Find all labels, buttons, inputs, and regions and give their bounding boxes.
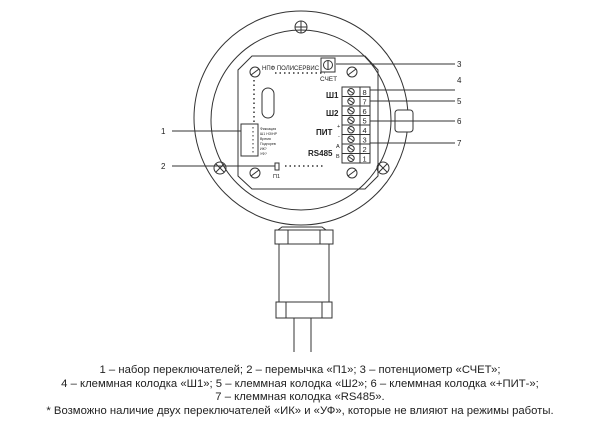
polarity-minus: - <box>338 134 340 140</box>
terminal-number: 3 <box>363 136 367 145</box>
callout-4: 4 <box>457 76 462 85</box>
jumper-p1 <box>274 162 280 171</box>
terminal-number: 1 <box>363 155 367 164</box>
housing-outer-ring <box>193 10 409 226</box>
board-slot <box>261 87 275 119</box>
terminal-screw-slot <box>348 146 354 151</box>
terminal-group-pit: ПИТ <box>316 128 333 137</box>
terminal-number: 6 <box>363 107 367 116</box>
callout-6: 6 <box>457 117 462 126</box>
terminal-screw-slot <box>348 127 354 132</box>
terminal-screw-icon <box>347 135 355 143</box>
terminal-screw-icon <box>347 154 355 162</box>
caption-note: * Возможно наличие двух переключателей «… <box>46 404 554 417</box>
caption-line-2: 4 – клеммная колодка «Ш1»; 5 – клеммная … <box>61 377 539 390</box>
cable-gland <box>274 226 334 352</box>
dotted-trace <box>253 72 325 167</box>
caption-line-1: 1 – набор переключателей; 2 – перемычка … <box>99 364 501 376</box>
polarity-b: B <box>336 154 340 160</box>
terminal-number-cell <box>359 153 371 164</box>
jumper-label: П1 <box>273 174 280 180</box>
dip-switch-block <box>240 123 259 157</box>
potentiometer-label: СЧЕТ <box>320 76 337 83</box>
terminal-screw-slot <box>348 108 354 113</box>
potentiometer <box>320 57 336 73</box>
terminal-group-sh2: Ш2 <box>326 109 339 118</box>
polarity-plus: + <box>337 124 340 130</box>
terminal-screw-icon <box>347 116 355 124</box>
switch-label: Фиксация <box>260 127 276 131</box>
callout-5: 5 <box>457 97 462 106</box>
polarity-a: A <box>336 144 340 150</box>
circuit-board <box>237 55 379 190</box>
terminal-screw-slot <box>348 137 354 142</box>
flange-screw-icon <box>376 161 390 175</box>
caption-line-3: 7 – клеммная колодка «RS485». <box>215 391 385 403</box>
switch-label: Время <box>260 137 271 141</box>
board-brand: НПФ ПОЛИСЕРВИС <box>262 66 320 72</box>
callout-7: 7 <box>457 139 462 148</box>
terminal-screw-icon <box>347 107 355 115</box>
callout-2: 2 <box>161 162 166 171</box>
board-screw-icon <box>249 167 261 179</box>
legend-caption: 1 – набор переключателей; 2 – перемычка … <box>0 364 600 418</box>
callout-3: 3 <box>457 60 462 69</box>
callout-leaders <box>172 63 455 167</box>
switch-label: УФ? <box>260 152 267 156</box>
terminal-screw-slot <box>348 156 354 161</box>
board-screw-icon <box>346 66 358 78</box>
terminal-number: 7 <box>363 98 367 107</box>
terminal-screw-icon <box>347 97 355 105</box>
terminal-screw-slot <box>348 89 354 94</box>
potentiometer-knob-icon <box>323 60 333 70</box>
switch-label: ИК? <box>260 147 267 151</box>
board-screw-icon <box>346 167 358 179</box>
terminal-group-rs485: RS485 <box>308 149 333 158</box>
terminal-screw-icon <box>347 145 355 153</box>
terminal-number: 5 <box>363 117 367 126</box>
switch-label: Подгорев <box>260 142 276 146</box>
terminal-screw-slot <box>348 99 354 104</box>
board-screw-icon <box>249 66 261 78</box>
flange-screw-icon <box>294 20 308 34</box>
terminal-screw-icon <box>347 88 355 96</box>
terminal-group-sh1: Ш1 <box>326 91 339 100</box>
terminal-number: 8 <box>363 88 367 97</box>
flange-screw-icon <box>213 161 227 175</box>
terminal-number: 2 <box>363 145 367 154</box>
terminal-number: 4 <box>363 126 367 135</box>
callout-1: 1 <box>161 127 166 136</box>
switch-label: Ш1 НЗ/НР <box>260 132 278 136</box>
terminal-screw-slot <box>348 118 354 123</box>
terminal-screw-icon <box>347 126 355 134</box>
